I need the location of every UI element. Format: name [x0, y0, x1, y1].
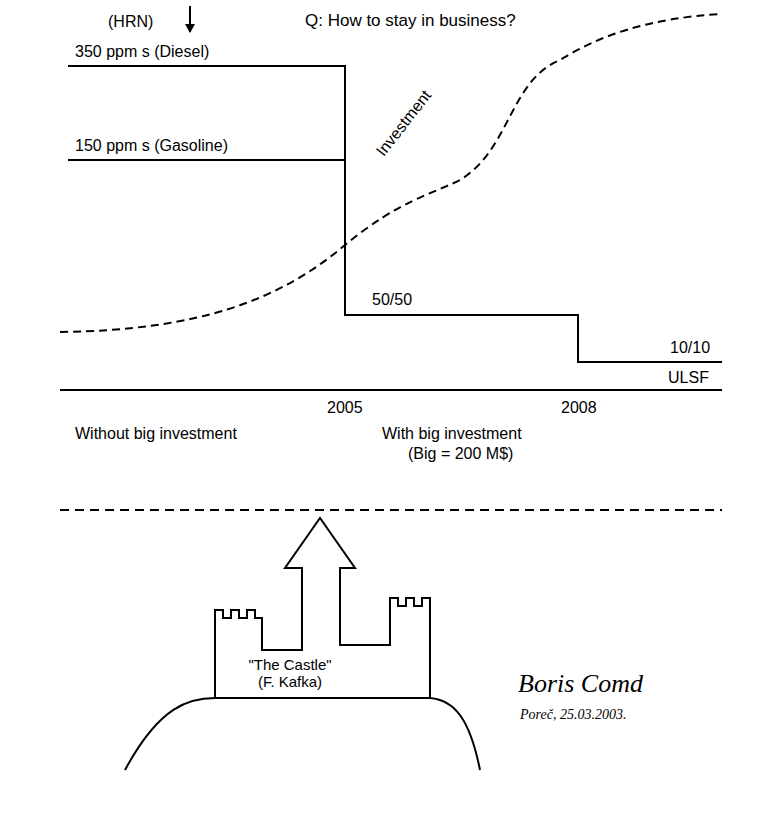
hill	[125, 698, 480, 770]
note-text: With big investment	[382, 424, 522, 443]
level-label: 50/50	[372, 290, 412, 309]
axis-line	[60, 389, 722, 391]
level-label: 150 ppm s (Gasoline)	[75, 136, 228, 155]
unit-label: (HRN)	[108, 12, 153, 31]
diesel-step-line	[68, 66, 722, 362]
curve-label: Investment	[372, 86, 435, 159]
castle-caption: "The Castle" (F. Kafka)	[240, 656, 340, 690]
signature: Boris Comd	[518, 668, 643, 699]
down-arrow	[189, 6, 191, 32]
castle-path	[215, 518, 430, 698]
note-text: Without big investment	[75, 424, 237, 443]
level-label: 10/10	[670, 338, 710, 357]
level-label: 350 ppm s (Diesel)	[75, 42, 209, 61]
investment-curve	[60, 14, 722, 332]
year-label: 2008	[561, 398, 597, 417]
date-text: Poreč, 25.03.2003.	[520, 706, 626, 723]
level-label: ULSF	[668, 368, 709, 387]
question-text: Q: How to stay in business?	[305, 11, 516, 31]
castle-shape: "The Castle" (F. Kafka)	[205, 510, 440, 700]
note-text: (Big = 200 M$)	[408, 444, 513, 463]
year-label: 2005	[327, 398, 363, 417]
gasoline-line	[68, 159, 345, 161]
separator-line	[60, 509, 722, 511]
